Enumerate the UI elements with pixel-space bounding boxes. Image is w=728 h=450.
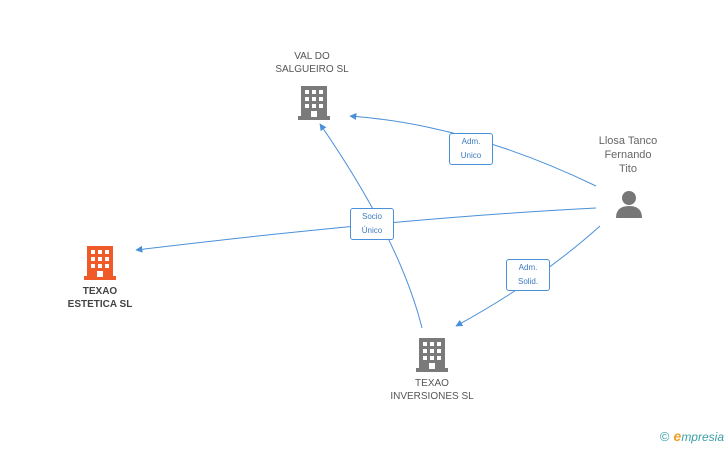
brand-logo: © empresia xyxy=(660,428,724,444)
brand-e: e xyxy=(673,428,682,444)
edge-label-line: Adm. xyxy=(518,263,538,272)
node-label-line: Llosa Tanco xyxy=(598,135,658,147)
person-icon[interactable] xyxy=(614,190,644,218)
edge-label-adm-unico: Adm. Unico xyxy=(449,133,493,165)
edge-label-socio-unico: Socio Único xyxy=(350,208,394,240)
building-icon[interactable] xyxy=(298,84,330,120)
node-label-line: INVERSIONES SL xyxy=(390,391,474,402)
edge-label-line: Unico xyxy=(460,151,482,160)
node-label-line: TEXAO xyxy=(82,286,118,297)
building-icon[interactable] xyxy=(84,244,116,280)
edge-label-line: Único xyxy=(361,226,383,235)
node-label-line: TEXAO xyxy=(415,378,449,389)
node-label-texao-inversiones: TEXAO INVERSIONES SL xyxy=(380,377,484,403)
building-icon[interactable] xyxy=(416,336,448,372)
node-label-line: SALGUEIRO SL xyxy=(275,64,349,75)
node-label-llosa-tanco: Llosa Tanco Fernando Tito xyxy=(576,134,680,176)
edge-label-line: Solid. xyxy=(517,277,538,286)
node-label-line: Fernando xyxy=(604,149,652,161)
node-label-val-do-salgueiro: VAL DO SALGUEIRO SL xyxy=(262,50,362,76)
node-label-line: Tito xyxy=(619,163,637,175)
node-label-line: ESTETICA SL xyxy=(67,299,133,310)
edge-label-adm-solid: Adm. Solid. xyxy=(506,259,550,291)
node-label-line: VAL DO xyxy=(294,51,330,62)
brand-name: mpresia xyxy=(681,430,724,444)
copyright-icon: © xyxy=(659,428,670,444)
edge-label-line: Socio xyxy=(361,212,382,221)
node-label-texao-estetica: TEXAO ESTETICA SL xyxy=(50,285,150,311)
edge-label-line: Adm. xyxy=(461,137,481,146)
